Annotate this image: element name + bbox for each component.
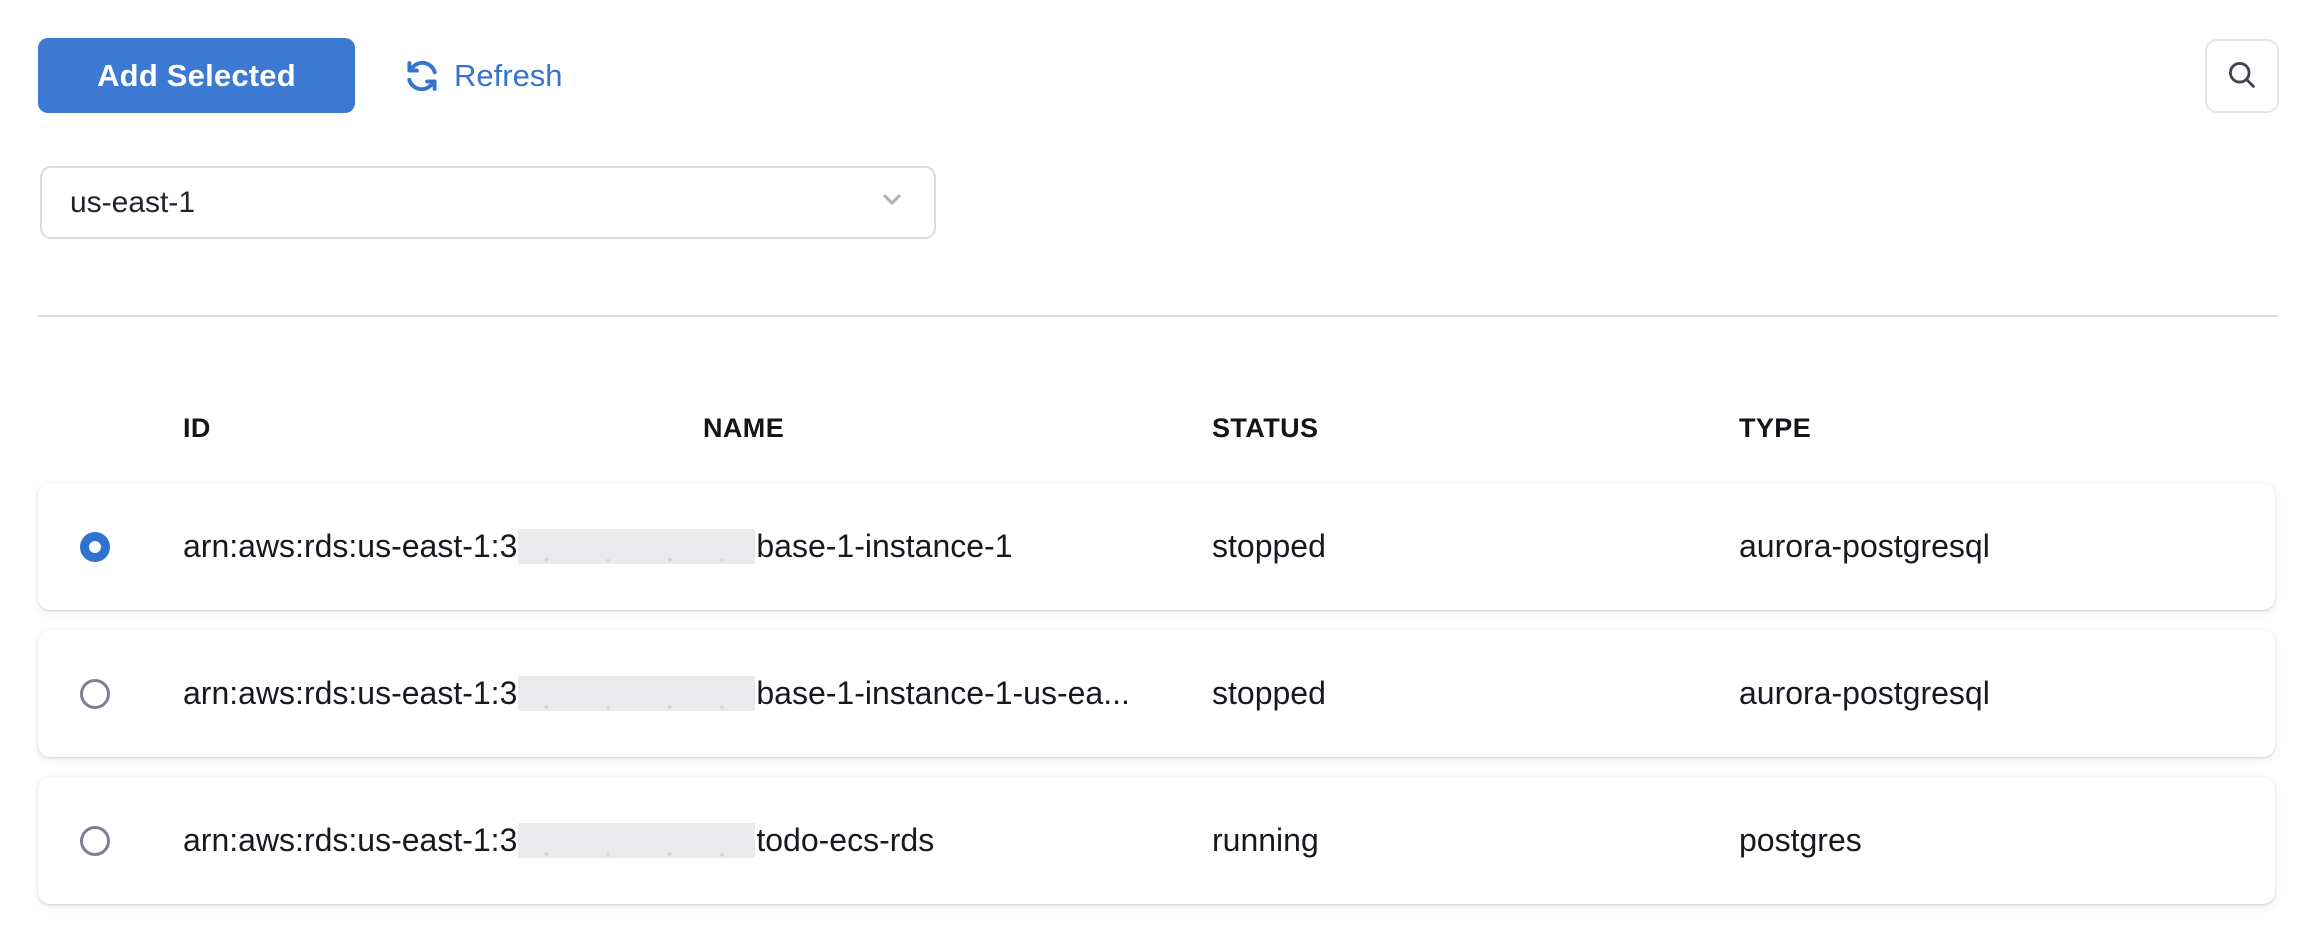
redacted-account-id — [518, 529, 756, 564]
instance-row[interactable]: arn:aws:rds:us-east-1:3 base-1-instance-1… — [38, 630, 2275, 757]
instance-id-suffix: base-1-instance-1 — [756, 528, 1013, 564]
instance-type: aurora-postgresql — [1739, 528, 1990, 564]
instance-status: stopped — [1212, 675, 1326, 711]
instance-status: running — [1212, 822, 1319, 858]
redacted-account-id — [518, 676, 756, 711]
instance-id-suffix: todo-ecs-rds — [756, 822, 935, 858]
refresh-label: Refresh — [454, 57, 563, 93]
radio-button[interactable] — [80, 825, 110, 856]
search-button[interactable] — [2205, 39, 2279, 113]
chevron-down-icon — [878, 185, 906, 221]
refresh-button[interactable]: Refresh — [404, 38, 563, 113]
instance-type: postgres — [1739, 822, 1862, 858]
divider — [38, 315, 2278, 317]
instance-id-suffix: base-1-instance-1-us-ea... — [756, 675, 1130, 711]
instance-rows: arn:aws:rds:us-east-1:3 base-1-instance-1… — [38, 483, 2275, 904]
instance-id-prefix: arn:aws:rds:us-east-1:3 — [183, 822, 518, 858]
instance-id-prefix: arn:aws:rds:us-east-1:3 — [183, 675, 518, 711]
redacted-account-id — [518, 823, 756, 858]
instance-id: arn:aws:rds:us-east-1:3 base-1-instance-1 — [183, 528, 1212, 565]
column-header-type: TYPE — [1739, 413, 1812, 443]
radio-cell — [38, 531, 183, 562]
instance-type: aurora-postgresql — [1739, 675, 1990, 711]
instance-row[interactable]: arn:aws:rds:us-east-1:3 todo-ecs-rds runn… — [38, 777, 2275, 904]
column-header-id: ID — [183, 413, 211, 443]
region-dropdown[interactable]: us-east-1 — [40, 166, 936, 239]
radio-cell — [38, 678, 183, 709]
radio-button[interactable] — [80, 531, 110, 562]
instance-row[interactable]: arn:aws:rds:us-east-1:3 base-1-instance-1… — [38, 483, 2275, 610]
region-dropdown-value: us-east-1 — [70, 185, 196, 219]
instance-id: arn:aws:rds:us-east-1:3 base-1-instance-1… — [183, 675, 1212, 712]
instance-id: arn:aws:rds:us-east-1:3 todo-ecs-rds — [183, 822, 1212, 859]
column-header-name: NAME — [703, 413, 785, 443]
refresh-icon — [404, 58, 440, 94]
instance-id-prefix: arn:aws:rds:us-east-1:3 — [183, 528, 518, 564]
radio-button[interactable] — [80, 678, 110, 709]
column-header-status: STATUS — [1212, 413, 1319, 443]
radio-cell — [38, 825, 183, 856]
instance-status: stopped — [1212, 528, 1326, 564]
search-icon — [2224, 57, 2260, 96]
table-header: ID NAME STATUS TYPE — [38, 413, 2278, 444]
add-selected-button[interactable]: Add Selected — [38, 38, 355, 113]
